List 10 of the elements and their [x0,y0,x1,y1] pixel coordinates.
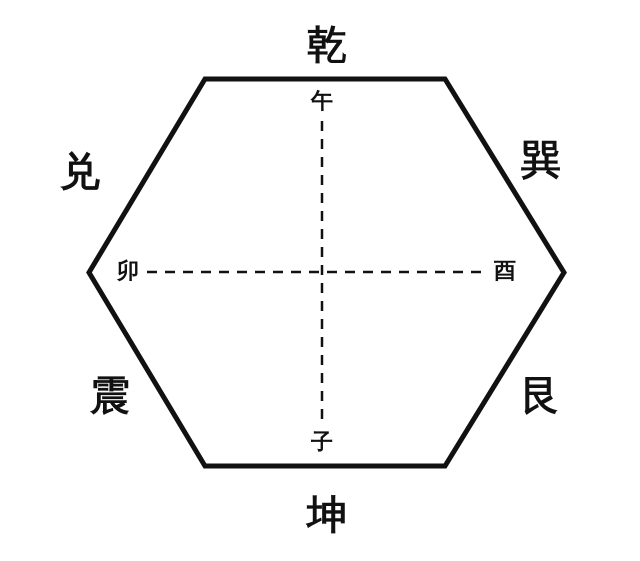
trigram-label: 坤 [307,495,347,535]
trigram-label: 艮 [521,376,561,416]
trigram-label: 巽 [521,140,561,180]
trigram-label: 兑 [60,152,100,192]
branch-label: 卯 [117,261,139,283]
trigram-label: 乾 [307,25,347,65]
branch-label: 午 [311,91,333,113]
branch-label: 子 [311,432,333,454]
trigram-label: 震 [90,376,130,416]
branch-label: 酉 [494,261,516,283]
